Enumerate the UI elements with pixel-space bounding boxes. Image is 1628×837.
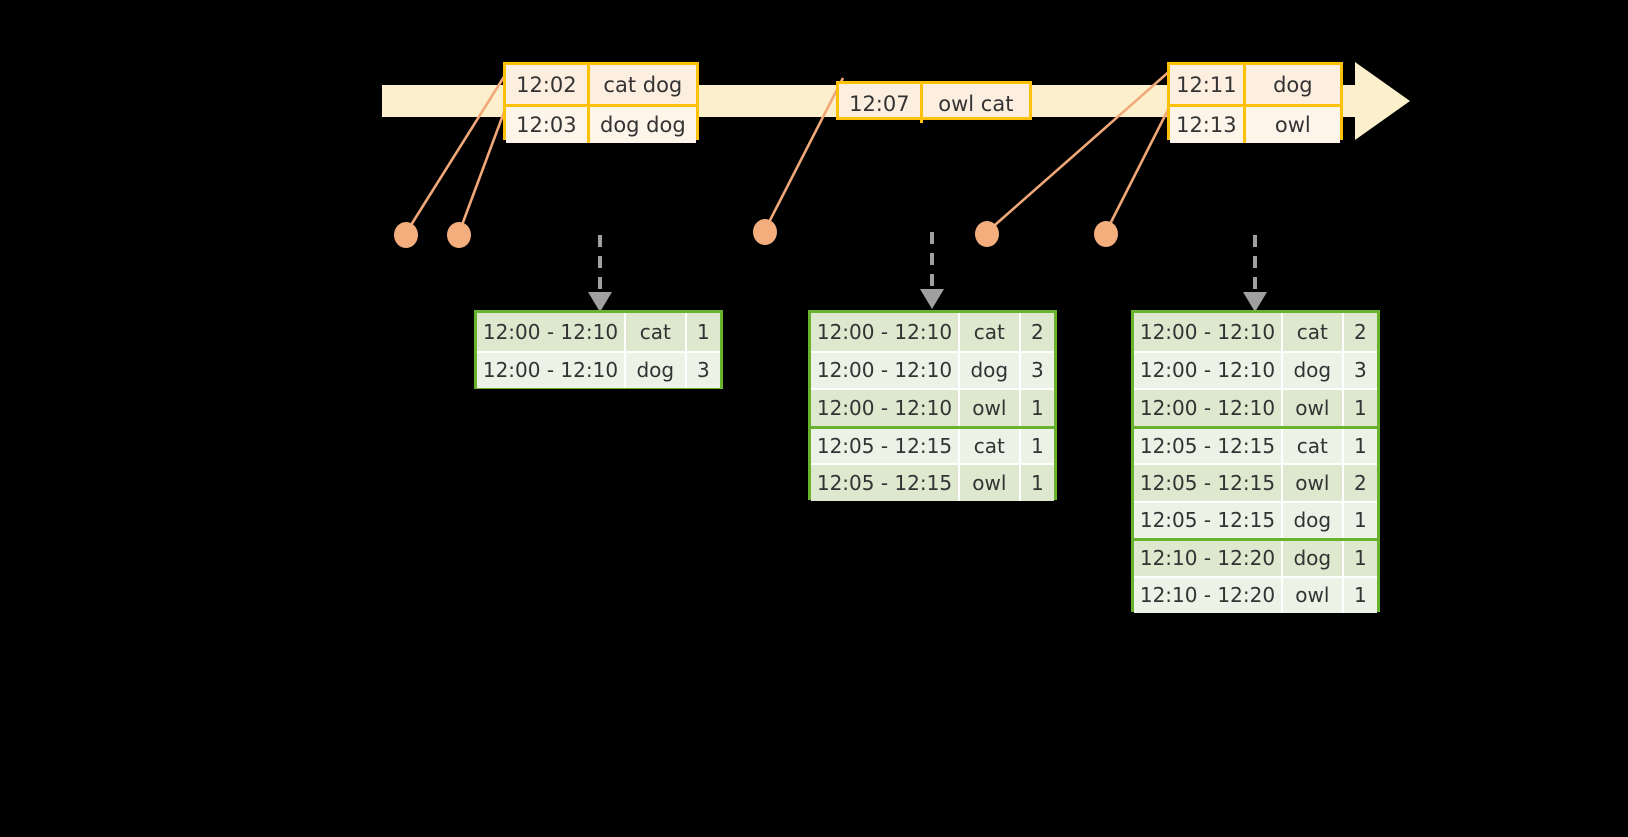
- event-box-group-3[interactable]: 12:11 dog 12:13 owl: [1167, 62, 1343, 143]
- cell-window: 12:00 - 12:10: [816, 395, 953, 420]
- cell-count: 3: [684, 352, 720, 388]
- cell-window: 12:00 - 12:10: [1139, 319, 1276, 344]
- event-box-group-2[interactable]: 12:07 owl cat: [836, 81, 1032, 123]
- cell-word: dog: [1280, 352, 1342, 388]
- table-row: 12:00 - 12:10 owl 1: [1134, 388, 1377, 426]
- cell-count: 2: [1341, 313, 1377, 351]
- cell-word: cat: [623, 313, 685, 351]
- table-row: 12:10 - 12:20 dog 1: [1134, 538, 1377, 576]
- cell-window: 12:00 - 12:10: [816, 358, 953, 383]
- cell-count: 1: [1018, 428, 1054, 463]
- cell-word: owl: [957, 465, 1019, 501]
- cell-count: 1: [1341, 502, 1377, 538]
- table-row: 12:10 - 12:20 owl 1: [1134, 575, 1377, 613]
- table-row: 12:05 - 12:15 cat 1: [1134, 425, 1377, 463]
- cell-window: 12:10 - 12:20: [1139, 546, 1276, 571]
- cell-window: 12:10 - 12:20: [1139, 583, 1276, 608]
- event-time: 12:03: [516, 113, 577, 137]
- cell-word: owl: [957, 390, 1019, 426]
- table-row: 12:05 - 12:15 owl 2: [1134, 463, 1377, 501]
- event-row: 12:02 cat dog: [506, 65, 696, 104]
- cell-window: 12:00 - 12:10: [1139, 395, 1276, 420]
- cell-word: dog: [1280, 502, 1342, 538]
- event-dot-4: [975, 221, 999, 247]
- cell-word: owl: [1280, 577, 1342, 613]
- table-row: 12:00 - 12:10 cat 2: [1134, 313, 1377, 351]
- table-row: 12:05 - 12:15 cat 1: [811, 425, 1054, 463]
- event-dot-3: [753, 219, 777, 245]
- cell-count: 1: [1018, 465, 1054, 501]
- cell-count: 1: [684, 313, 720, 351]
- cell-count: 3: [1341, 352, 1377, 388]
- event-words: cat dog: [586, 65, 696, 104]
- cell-word: dog: [623, 352, 685, 388]
- event-dot-5: [1094, 221, 1118, 247]
- cell-count: 2: [1018, 313, 1054, 351]
- cell-word: dog: [1280, 541, 1342, 576]
- cell-window: 12:05 - 12:15: [1139, 470, 1276, 495]
- cell-window: 12:05 - 12:15: [816, 470, 953, 495]
- cell-word: owl: [1280, 465, 1342, 501]
- cell-window: 12:05 - 12:15: [1139, 508, 1276, 533]
- cell-window: 12:00 - 12:10: [1139, 358, 1276, 383]
- event-words: owl: [1242, 107, 1340, 143]
- result-table-1[interactable]: 12:00 - 12:10 cat 1 12:00 - 12:10 dog 3: [474, 310, 723, 389]
- table-row: 12:00 - 12:10 dog 3: [811, 350, 1054, 388]
- cell-window: 12:00 - 12:10: [482, 319, 619, 344]
- event-words: dog: [1242, 65, 1340, 104]
- cell-window: 12:05 - 12:15: [1139, 433, 1276, 458]
- result-table-3[interactable]: 12:00 - 12:10 cat 2 12:00 - 12:10 dog 3 …: [1131, 310, 1380, 613]
- event-row: 12:03 dog dog: [506, 104, 696, 143]
- cell-word: cat: [957, 313, 1019, 351]
- cell-count: 1: [1018, 390, 1054, 426]
- cell-window: 12:05 - 12:15: [816, 433, 953, 458]
- event-time: 12:11: [1176, 72, 1237, 97]
- flow-arrows: [598, 232, 1257, 293]
- table-row: 12:00 - 12:10 owl 1: [811, 388, 1054, 426]
- event-time: 12:13: [1176, 113, 1237, 137]
- cell-count: 1: [1341, 428, 1377, 463]
- event-words: owl cat: [919, 84, 1029, 123]
- event-row: 12:11 dog: [1170, 65, 1340, 104]
- cell-count: 2: [1341, 465, 1377, 501]
- cell-word: cat: [1280, 428, 1342, 463]
- cell-count: 1: [1341, 577, 1377, 613]
- flow-arrow-heads: [588, 289, 1267, 312]
- table-row: 12:00 - 12:10 cat 2: [811, 313, 1054, 351]
- event-words: dog dog: [586, 107, 696, 143]
- event-time: 12:02: [516, 72, 577, 97]
- cell-count: 3: [1018, 352, 1054, 388]
- table-row: 12:00 - 12:10 dog 3: [477, 350, 720, 388]
- event-time: 12:07: [849, 91, 910, 116]
- table-row: 12:00 - 12:10 cat 1: [477, 313, 720, 351]
- event-row: 12:07 owl cat: [839, 84, 1029, 123]
- cell-word: owl: [1280, 390, 1342, 426]
- result-table-2[interactable]: 12:00 - 12:10 cat 2 12:00 - 12:10 dog 3 …: [808, 310, 1057, 501]
- event-box-group-1[interactable]: 12:02 cat dog 12:03 dog dog: [503, 62, 699, 143]
- table-row: 12:05 - 12:15 dog 1: [1134, 500, 1377, 538]
- cell-count: 1: [1341, 541, 1377, 576]
- cell-window: 12:00 - 12:10: [816, 319, 953, 344]
- event-dot-1: [394, 222, 418, 248]
- table-row: 12:05 - 12:15 owl 1: [811, 463, 1054, 501]
- event-row: 12:13 owl: [1170, 104, 1340, 143]
- cell-count: 1: [1341, 390, 1377, 426]
- cell-word: cat: [957, 428, 1019, 463]
- cell-word: cat: [1280, 313, 1342, 351]
- table-row: 12:00 - 12:10 dog 3: [1134, 350, 1377, 388]
- cell-window: 12:00 - 12:10: [482, 358, 619, 383]
- cell-word: dog: [957, 352, 1019, 388]
- event-dot-2: [447, 222, 471, 248]
